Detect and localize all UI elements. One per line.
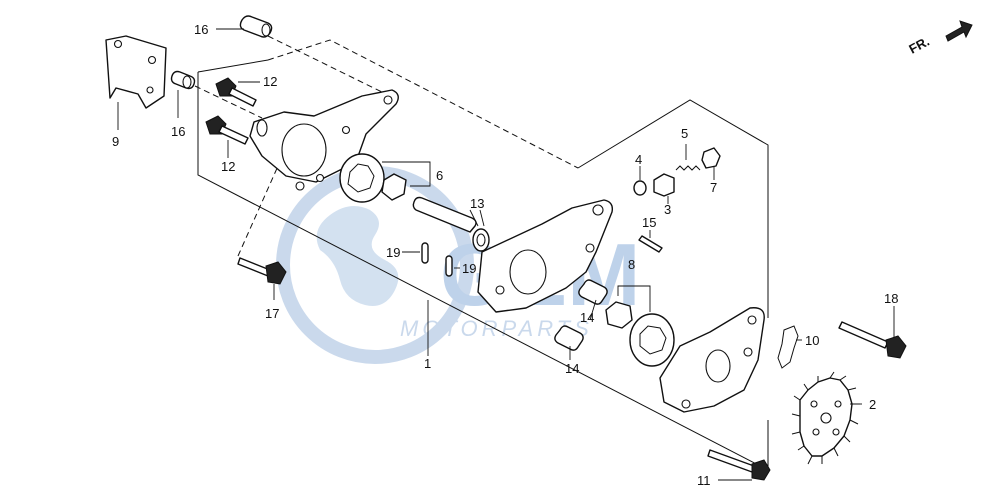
- assembly-outline: [197, 39, 769, 471]
- watermark-continents: [316, 206, 399, 306]
- part-13-leader: [469, 209, 479, 227]
- oring-part-10: [777, 325, 802, 369]
- bolt-part-12-upper: [215, 77, 260, 107]
- front-arrow-icon: [945, 20, 973, 42]
- callout-19-b: 19: [462, 261, 476, 276]
- pin-part-15: [638, 230, 663, 253]
- callout-16-left: 16: [171, 124, 185, 139]
- callout-15: 15: [642, 215, 656, 230]
- bolt-part-18: [838, 306, 907, 359]
- callout-14-upper: 14: [580, 310, 594, 325]
- callout-6: 6: [436, 168, 443, 183]
- driven-gear-part-2: [791, 371, 862, 465]
- rotor-set-part-8: [605, 285, 675, 367]
- bolt-part-17: [237, 165, 287, 300]
- bolt-part-11: [707, 449, 771, 481]
- callout-16-top: 16: [194, 22, 208, 37]
- callout-18: 18: [884, 291, 898, 306]
- callout-4: 4: [635, 152, 642, 167]
- front-label: FR.: [906, 34, 932, 57]
- callout-5: 5: [681, 126, 688, 141]
- callout-13: 13: [470, 196, 484, 211]
- callout-10: 10: [805, 333, 819, 348]
- callout-12-upper: 12: [263, 74, 277, 89]
- bracket-part-9: [105, 35, 167, 130]
- front-direction-marker: FR.: [906, 20, 973, 57]
- callout-12-lower: 12: [221, 159, 235, 174]
- dowel-pins-part-19: [421, 242, 453, 277]
- collar-part-16-left: [170, 70, 263, 119]
- collar-part-14-lower: [554, 325, 584, 360]
- callout-1: 1: [424, 356, 431, 371]
- pump-body-center: [477, 199, 614, 313]
- callout-14-lower: 14: [565, 361, 579, 376]
- callout-8: 8: [628, 257, 635, 272]
- callout-9: 9: [112, 134, 119, 149]
- callout-7: 7: [710, 180, 717, 195]
- relief-valve-parts: [633, 144, 721, 204]
- callout-3: 3: [664, 202, 671, 217]
- callout-2: 2: [869, 397, 876, 412]
- callout-19-a: 19: [386, 245, 400, 260]
- rotor-set-part-6: [339, 153, 431, 203]
- collar-part-14-upper: [578, 279, 608, 321]
- callout-labels: 16 9 16 12 12 6 13 19 19 17 1 4 5 3 7 15…: [112, 22, 898, 488]
- callout-17: 17: [265, 306, 279, 321]
- pump-cover-front: [249, 89, 399, 191]
- callout-11: 11: [697, 473, 711, 488]
- pump-cover-rear: [659, 307, 765, 413]
- bolt-part-12-lower: [205, 115, 249, 158]
- collar-part-16-top: [216, 15, 391, 97]
